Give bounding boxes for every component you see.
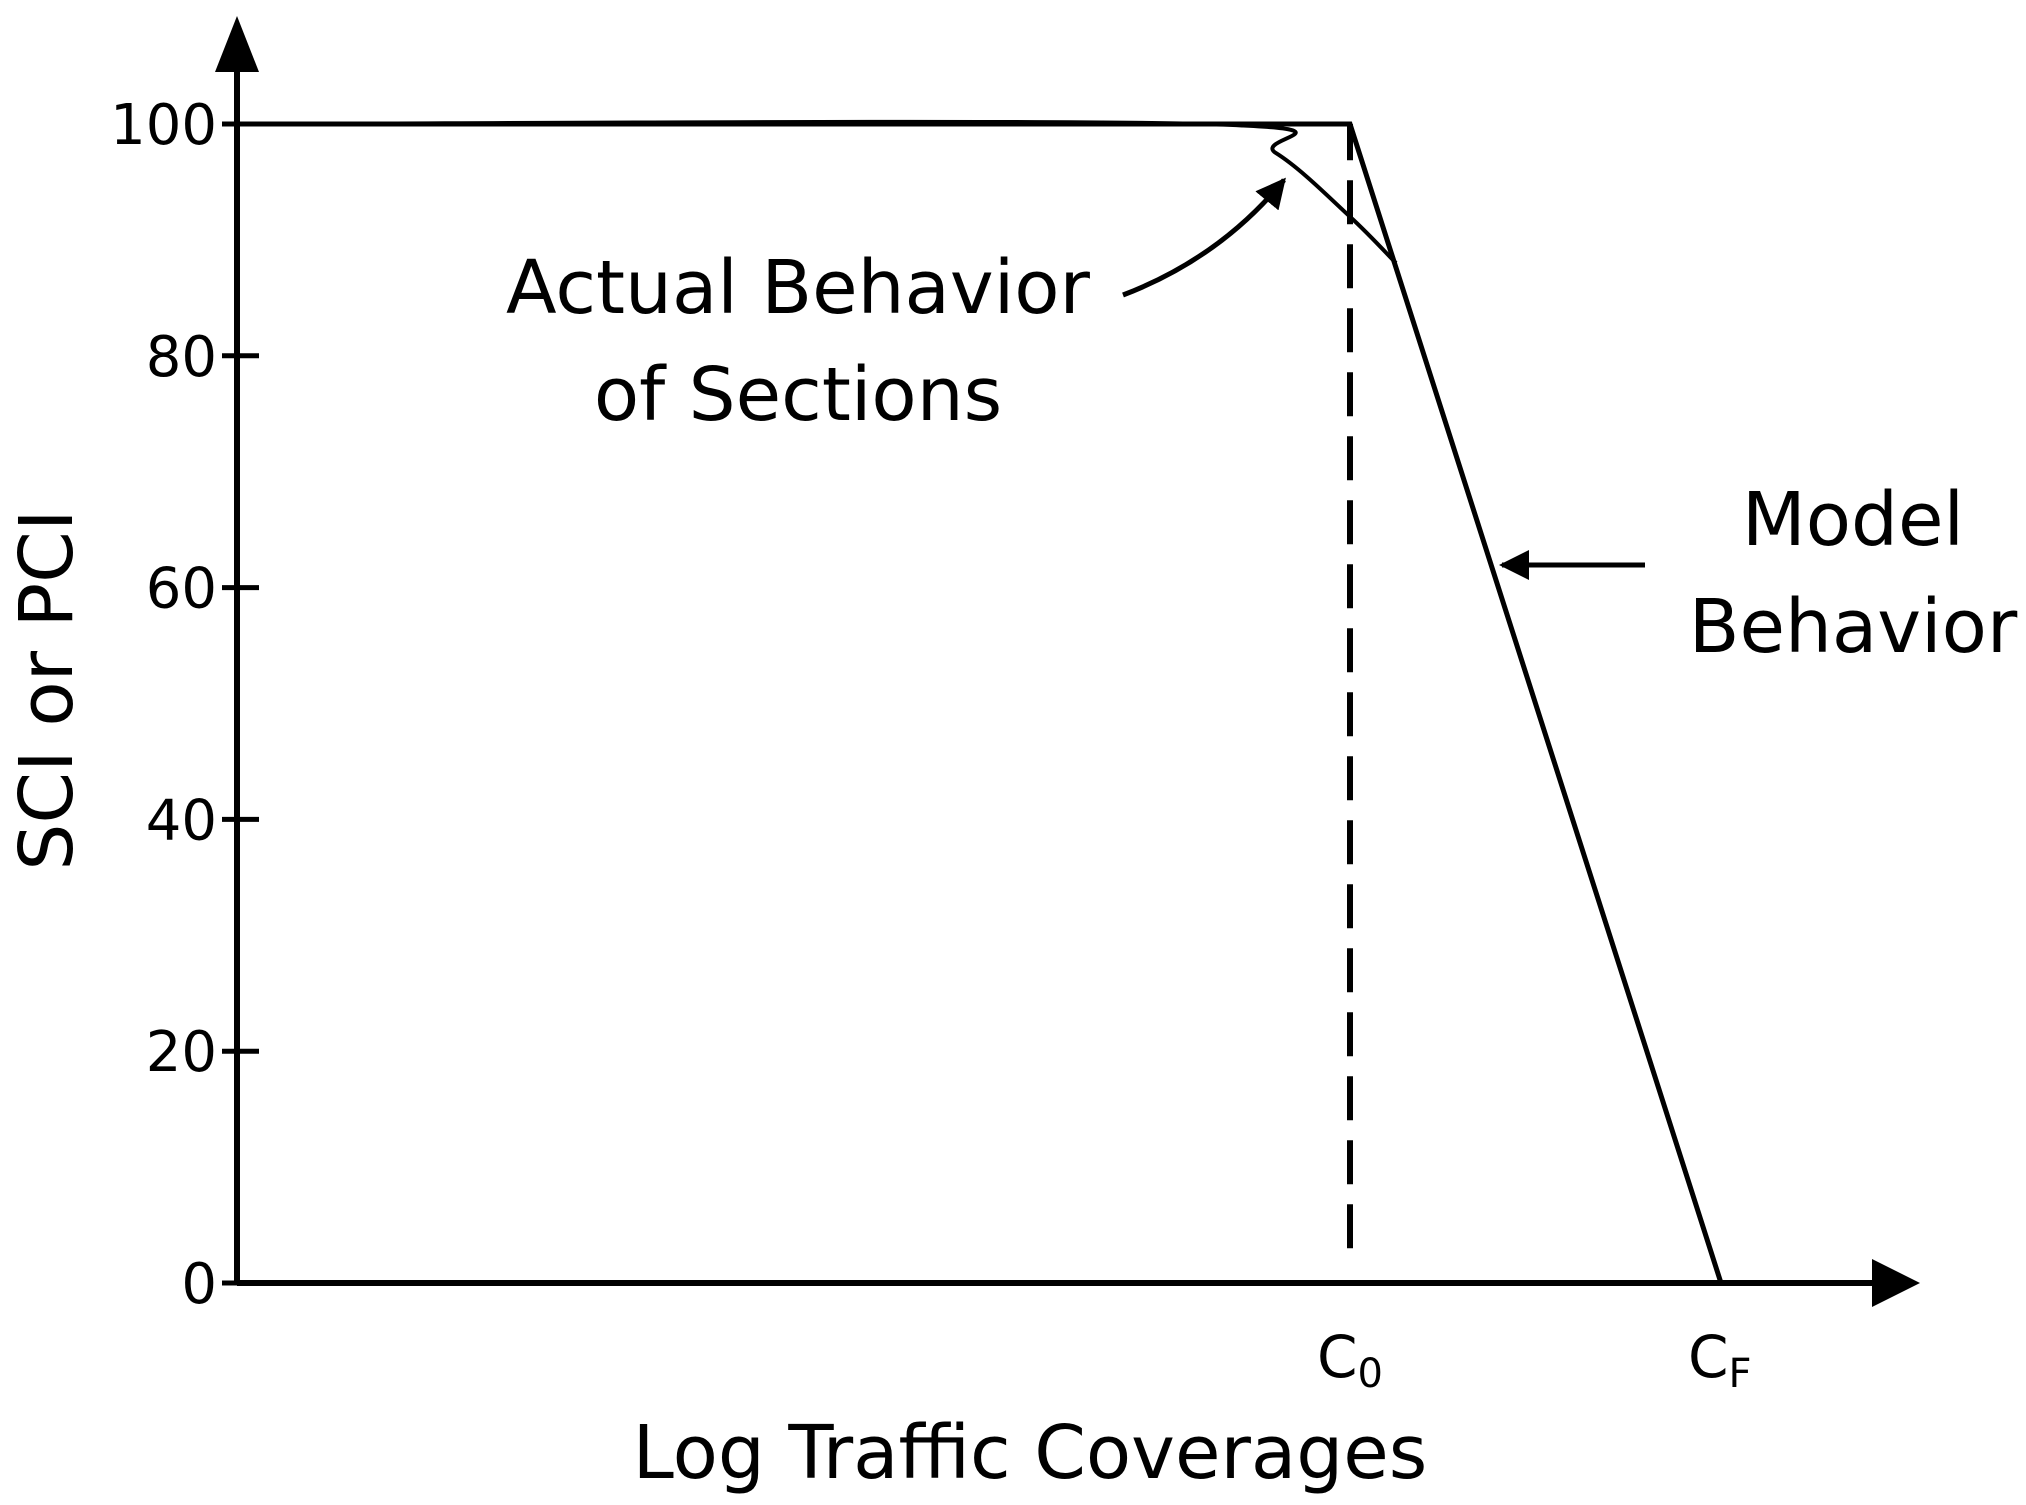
x-axis-title: Log Traffic Coverages [633,1410,1428,1496]
y-tick-label-60: 60 [146,557,217,622]
annotation-actual-line1: Actual Behavior [506,245,1091,331]
annotation-model-line1: Model [1742,477,1964,563]
x-marker-c0: C0 [1317,1323,1383,1397]
y-tick-label-100: 100 [110,93,217,158]
x-marker-cf-main: C [1688,1323,1729,1391]
y-tick-label-20: 20 [146,1020,217,1085]
y-ticks: 0 20 40 60 80 100 [110,93,259,1317]
x-marker-c0-main: C [1317,1323,1358,1391]
annotation-actual-arrow [1122,177,1286,298]
y-axis-arrowhead [215,16,259,72]
y-tick-label-40: 40 [146,788,217,853]
annotation-actual-line2: of Sections [594,352,1002,438]
annotation-model-line2: Behavior [1689,584,2018,670]
plot-lines [236,119,1724,1284]
x-marker-c0-sub: 0 [1358,1351,1383,1397]
series-actual-behavior [236,119,1398,265]
y-axis-title: SCI or PCI [4,509,90,870]
y-tick-label-0: 0 [181,1252,217,1317]
x-axis-arrowhead [1872,1259,1920,1307]
x-marker-cf-sub: F [1729,1351,1752,1397]
y-tick-label-80: 80 [146,325,217,390]
x-marker-cf: CF [1688,1323,1752,1397]
axes [215,16,1920,1307]
